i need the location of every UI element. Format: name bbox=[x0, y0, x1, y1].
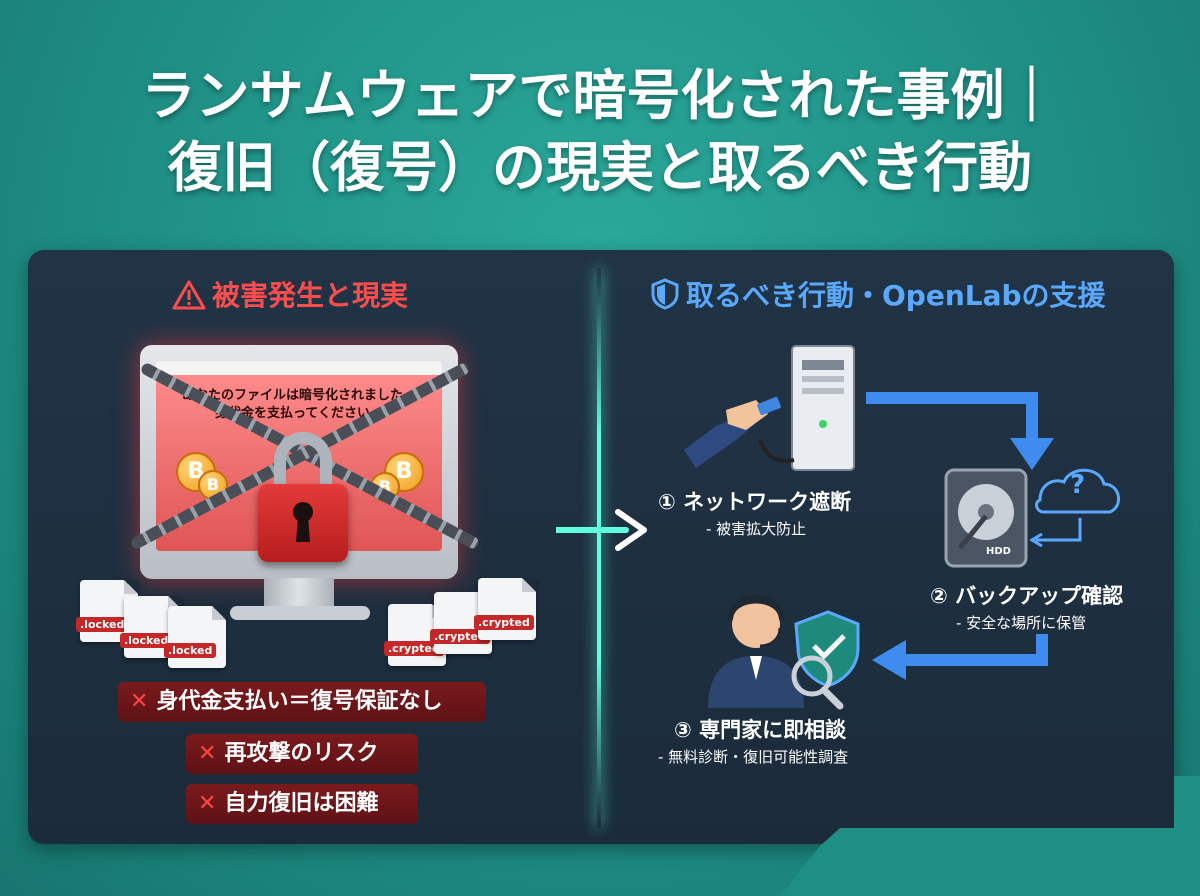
cross-icon: ✕ bbox=[198, 791, 217, 816]
step-3-subtitle: - 無料診断・復旧可能性調査 bbox=[658, 748, 849, 766]
shield-icon bbox=[651, 278, 679, 310]
screen-titlebar bbox=[156, 361, 442, 375]
file-extension: .locked bbox=[120, 633, 173, 648]
warning-text: 自力復旧は困難 bbox=[224, 791, 379, 816]
step-2-title: ② バックアップ確認 bbox=[930, 584, 1124, 608]
arrow-right-icon bbox=[556, 509, 647, 551]
step-2-subtitle: - 安全な場所に保管 bbox=[956, 614, 1087, 632]
title-line-1: ランサムウェアで暗号化された事例｜ bbox=[141, 64, 1059, 127]
warning-triangle-icon bbox=[172, 280, 206, 310]
step-3-title: ③ 専門家に即相談 bbox=[674, 718, 847, 742]
step-1-subtitle: - 被害拡大防止 bbox=[706, 520, 807, 538]
network-disconnect-icon bbox=[684, 345, 855, 471]
heading-actions: 取るべき行動・OpenLabの支援 bbox=[650, 274, 1106, 314]
ransom-message-line-1: あなたのファイルは暗号化されました。 bbox=[181, 388, 416, 403]
ransom-message: あなたのファイルは暗号化されました。 身代金を支払ってください。 bbox=[156, 387, 442, 423]
glowing-divider bbox=[597, 268, 601, 828]
file-extension: .locked bbox=[164, 643, 217, 658]
ransom-message-line-2: 身代金を支払ってください。 bbox=[215, 406, 383, 421]
page-title: ランサムウェアで暗号化された事例｜ 復旧（復号）の現実と取るべき行動 bbox=[0, 60, 1200, 204]
warning-text: 身代金支払い＝復号保証なし bbox=[156, 689, 443, 714]
crypted-file-icon: .crypted bbox=[474, 578, 536, 640]
monitor-base bbox=[230, 606, 370, 620]
file-extension: .crypted bbox=[474, 615, 534, 630]
cross-icon: ✕ bbox=[130, 689, 149, 714]
warning-reattack: ✕ 再攻撃のリスク bbox=[186, 734, 418, 774]
file-extension: .locked bbox=[76, 617, 129, 632]
padlock-shackle bbox=[274, 432, 332, 494]
step-1-title: ① ネットワーク遮断 bbox=[658, 490, 852, 514]
cross-icon: ✕ bbox=[198, 741, 217, 766]
keyhole-icon bbox=[293, 502, 313, 542]
locked-file-icon: .locked bbox=[164, 606, 226, 668]
warning-no-guarantee: ✕ 身代金支払い＝復号保証なし bbox=[118, 682, 486, 722]
file-extension: .crypted bbox=[384, 641, 444, 656]
warning-text: 再攻撃のリスク bbox=[224, 741, 379, 766]
monitor-stand bbox=[264, 578, 334, 608]
hdd-label: HDD bbox=[986, 546, 1011, 557]
heading-damage-label: 被害発生と現実 bbox=[212, 279, 409, 312]
title-line-2: 復旧（復号）の現実と取るべき行動 bbox=[168, 136, 1032, 199]
warning-self-recovery: ✕ 自力復旧は困難 bbox=[186, 784, 418, 824]
heading-damage: 被害発生と現実 bbox=[172, 274, 408, 314]
expert-consultant-icon bbox=[708, 594, 860, 710]
question-mark: ? bbox=[1070, 470, 1086, 500]
flow-arrow-icon bbox=[872, 634, 1048, 680]
file-extension: .crypted bbox=[430, 629, 490, 644]
flow-arrow-icon bbox=[866, 392, 1054, 470]
panel-corner-cut bbox=[780, 776, 1200, 896]
backup-storage-icon bbox=[944, 468, 1120, 568]
heading-actions-label: 取るべき行動・OpenLabの支援 bbox=[686, 279, 1106, 312]
